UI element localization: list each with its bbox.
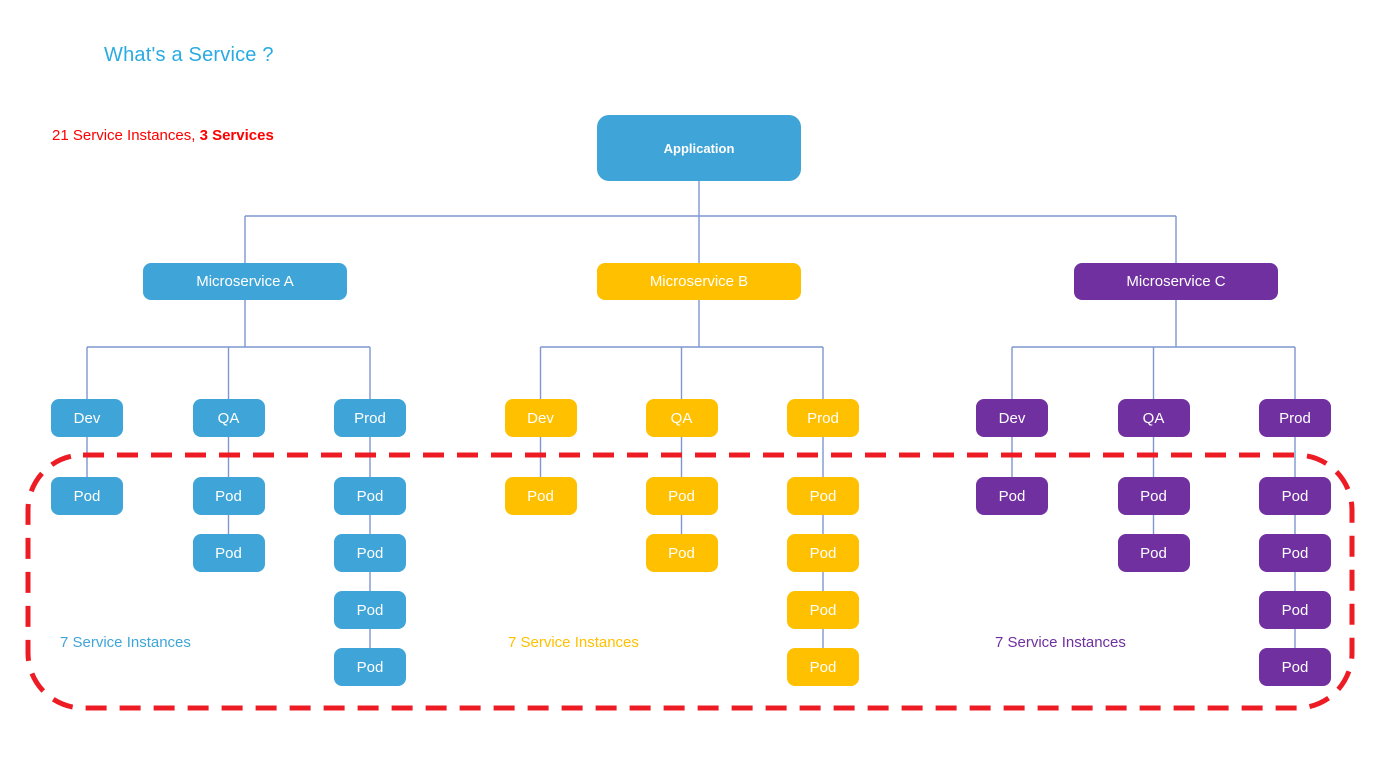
- pod-box: Pod: [1259, 477, 1331, 515]
- environment-box: QA: [1117, 399, 1190, 437]
- pod-box: Pod: [645, 477, 718, 515]
- pod-box: Pod: [976, 477, 1048, 515]
- pod-box: Pod: [1259, 648, 1331, 686]
- page-title: What's a Service ?: [104, 44, 274, 66]
- instance-count-note: 21 Service Instances, 3 Services: [52, 127, 274, 144]
- pod-box: Pod: [1259, 591, 1331, 629]
- pod-box: Pod: [334, 534, 406, 572]
- service-box: Microservice B: [597, 263, 801, 300]
- environment-box: Dev: [51, 399, 123, 437]
- environment-box: QA: [192, 399, 265, 437]
- environment-box: Dev: [976, 399, 1048, 437]
- pod-box: Pod: [504, 477, 577, 515]
- pod-box: Pod: [192, 477, 265, 515]
- pod-box: Pod: [192, 534, 265, 572]
- environment-box: Dev: [504, 399, 577, 437]
- pod-box: Pod: [334, 477, 406, 515]
- service-box: Microservice A: [143, 263, 347, 300]
- service-instances-note: 7 Service Instances: [60, 634, 191, 651]
- pod-box: Pod: [1117, 534, 1190, 572]
- pod-box: Pod: [787, 477, 859, 515]
- service-instances-note: 7 Service Instances: [508, 634, 639, 651]
- service-box: Microservice C: [1074, 263, 1278, 300]
- pod-box: Pod: [787, 534, 859, 572]
- environment-box: Prod: [334, 399, 406, 437]
- service-count-text: 3 Services: [199, 127, 274, 144]
- environment-box: QA: [645, 399, 718, 437]
- pod-box: Pod: [645, 534, 718, 572]
- pod-box: Pod: [1259, 534, 1331, 572]
- pod-box: Pod: [334, 648, 406, 686]
- environment-box: Prod: [787, 399, 859, 437]
- pod-box: Pod: [51, 477, 123, 515]
- pod-box: Pod: [787, 648, 859, 686]
- environment-box: Prod: [1259, 399, 1331, 437]
- instance-count-text: 21 Service Instances,: [52, 127, 200, 144]
- service-instances-note: 7 Service Instances: [995, 634, 1126, 651]
- application-box: Application: [597, 115, 801, 181]
- pod-box: Pod: [334, 591, 406, 629]
- pod-box: Pod: [787, 591, 859, 629]
- pod-box: Pod: [1117, 477, 1190, 515]
